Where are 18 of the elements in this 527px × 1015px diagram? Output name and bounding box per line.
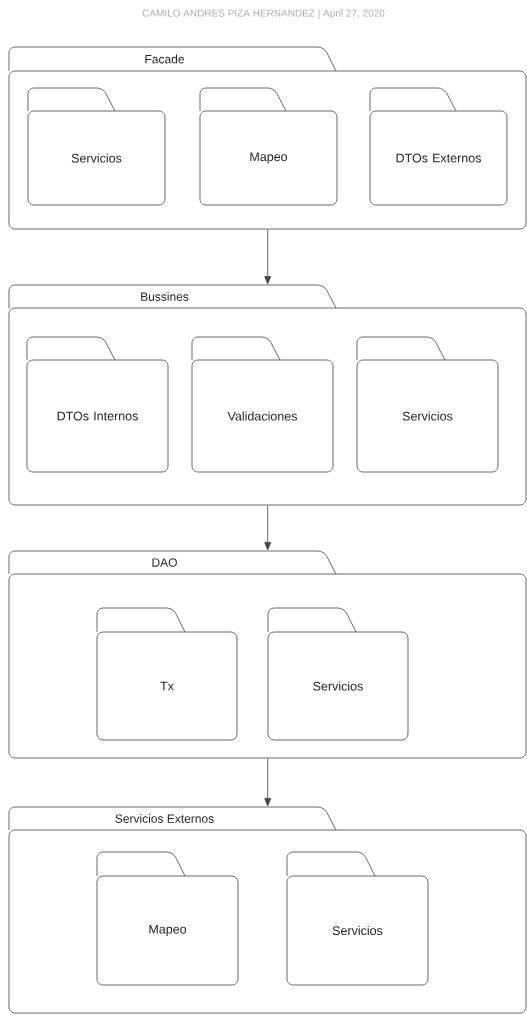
node-label: Bussines (141, 292, 189, 301)
node-label: Facade (145, 54, 184, 64)
package-folder: DTOs Externos (369, 87, 508, 206)
node-label: DAO (152, 558, 177, 567)
node-label: Servicios Externos (115, 814, 214, 823)
package-folder: Mapeo (199, 87, 338, 206)
package-folder: Servicios (27, 87, 166, 206)
package-folder: Servicios (286, 851, 429, 986)
arrow (264, 758, 272, 807)
package-folder: DTOs Internos (26, 336, 169, 473)
package-folder: Mapeo (96, 851, 239, 986)
package-folder: Servicios (267, 607, 409, 741)
package-folder: Tx (96, 607, 238, 741)
header-text: CAMILO ANDRES PIZA HERNANDEZ | April 27, 2020 (142, 9, 385, 19)
arrow (264, 505, 272, 551)
package-folder: Validaciones (191, 336, 334, 473)
package-folder: Servicios (356, 336, 499, 473)
arrow (264, 229, 272, 285)
